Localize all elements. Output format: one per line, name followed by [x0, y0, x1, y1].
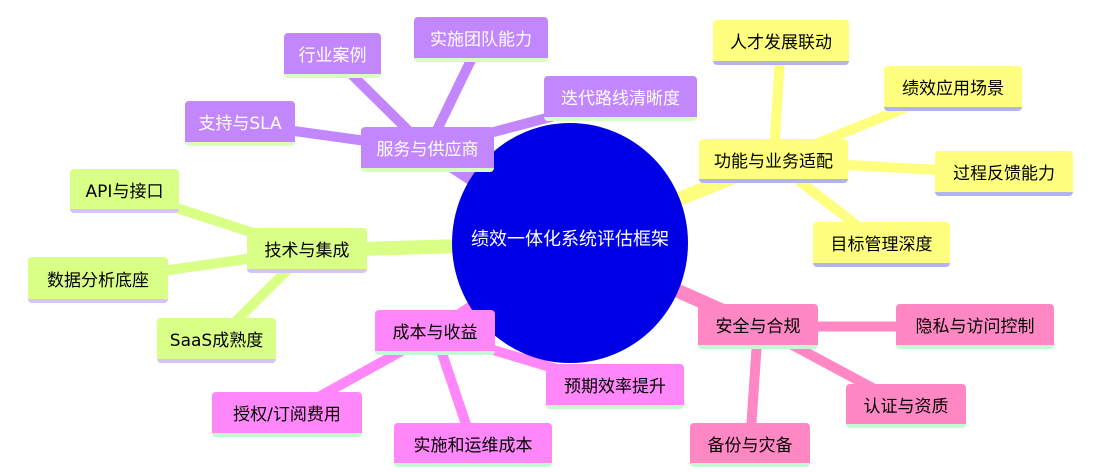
- leaf-node[interactable]: 绩效应用场景: [884, 66, 1022, 111]
- leaf-node[interactable]: 隐私与访问控制: [896, 304, 1054, 349]
- leaf-node[interactable]: 数据分析底座: [28, 257, 168, 303]
- leaf-node[interactable]: 实施和运维成本: [394, 423, 552, 467]
- leaf-node[interactable]: 预期效率提升: [546, 364, 684, 409]
- branch-node-cost[interactable]: 成本与收益: [375, 310, 495, 355]
- leaf-node[interactable]: SaaS成熟度: [157, 318, 276, 363]
- leaf-node[interactable]: 认证与资质: [846, 384, 966, 428]
- leaf-node[interactable]: 过程反馈能力: [935, 151, 1073, 196]
- leaf-node[interactable]: 备份与灾备: [690, 423, 810, 467]
- branch-node-security[interactable]: 安全与合规: [698, 304, 818, 349]
- branch-node-function[interactable]: 功能与业务适配: [699, 139, 848, 183]
- leaf-node[interactable]: 目标管理深度: [813, 222, 950, 267]
- branch-node-service[interactable]: 服务与供应商: [361, 127, 494, 172]
- leaf-node[interactable]: 行业案例: [284, 33, 381, 78]
- leaf-node[interactable]: 授权/订阅费用: [212, 392, 362, 437]
- leaf-node[interactable]: 支持与SLA: [185, 101, 295, 146]
- center-node-label[interactable]: 绩效一体化系统评估框架: [471, 229, 669, 250]
- leaf-node[interactable]: 迭代路线清晰度: [544, 76, 697, 121]
- branch-node-tech[interactable]: 技术与集成: [247, 228, 367, 273]
- leaf-node[interactable]: 人才发展联动: [713, 20, 849, 65]
- leaf-node[interactable]: 实施团队能力: [414, 17, 548, 62]
- leaf-node[interactable]: API与接口: [70, 169, 179, 213]
